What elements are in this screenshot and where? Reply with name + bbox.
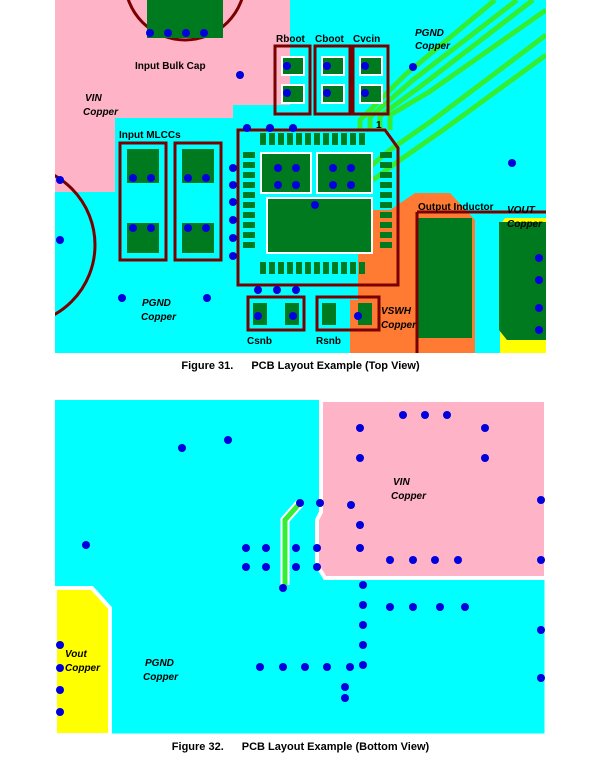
figure-32-title: PCB Layout Example (Bottom View) — [241, 741, 430, 753]
csnb-label: Csnb — [247, 336, 272, 347]
rsnb-outline — [315, 295, 381, 332]
vin-label: VIN — [85, 93, 102, 104]
figure-31-number: Figure 31. — [181, 360, 234, 372]
input-bulk-cap-outline — [126, 0, 244, 42]
mlcc-2-outline — [173, 141, 223, 262]
pgnd-bottom-view-copper-label: Copper — [143, 672, 178, 683]
rboot-outline — [273, 44, 312, 116]
vswh-label: VSWH — [381, 306, 411, 317]
input-mlccs-label: Input MLCCs — [119, 130, 181, 141]
pgnd-top-right-copper-label: Copper — [415, 41, 450, 52]
pcb-top-view-figure: Rboot Cboot Cvcin PGND Copper Input Bulk… — [55, 0, 546, 353]
vin-copper-bottom — [315, 400, 546, 580]
cvcin-outline — [351, 44, 390, 116]
pgnd-bottom-copper-label: Copper — [141, 312, 176, 323]
figure-32-caption: Figure 32. PCB Layout Example (Bottom Vie… — [0, 741, 601, 753]
csnb-outline — [246, 295, 306, 332]
vin-bottom-label: VIN — [393, 477, 410, 488]
vias-bottom — [56, 411, 545, 716]
vout-bottom-label: Vout — [65, 649, 87, 660]
pgnd-bottom-label: PGND — [142, 298, 171, 309]
pcb-top-view-drawing — [55, 0, 546, 353]
vout-copper-bottom — [55, 586, 112, 735]
figure-32-number: Figure 32. — [171, 741, 224, 753]
cboot-outline — [313, 44, 352, 116]
mlcc-1-outline — [118, 141, 168, 262]
pin1-label: 1 — [376, 120, 382, 131]
input-bulk-cap-label: Input Bulk Cap — [135, 61, 206, 72]
vout-bottom-copper-label: Copper — [65, 663, 100, 674]
figure-31-caption: Figure 31. PCB Layout Example (Top View) — [0, 360, 601, 372]
vout-label: VOUT — [507, 205, 535, 216]
vout-pad — [499, 222, 546, 340]
vin-copper-top — [55, 0, 290, 192]
input-bulk-cap-2-outline — [55, 173, 97, 317]
rboot-label: Rboot — [276, 34, 305, 45]
pgnd-top-right-label: PGND — [415, 28, 444, 39]
figure-31-title: PCB Layout Example (Top View) — [251, 360, 420, 372]
ic-package-outline — [236, 128, 400, 287]
output-inductor-pad — [417, 218, 472, 338]
vswh-copper-label: Copper — [381, 320, 416, 331]
bottom-trace — [282, 501, 302, 585]
pcb-bottom-view-figure: VIN Copper Vout Copper PGND Copper — [55, 400, 546, 735]
output-inductor-label: Output Inductor — [418, 202, 494, 213]
pgnd-bottom-view-label: PGND — [145, 658, 174, 669]
vin-bottom-copper-label: Copper — [391, 491, 426, 502]
rsnb-label: Rsnb — [316, 336, 341, 347]
vout-copper-label: Copper — [507, 219, 542, 230]
vin-copper-label: Copper — [83, 107, 118, 118]
pcb-bottom-view-drawing — [55, 400, 546, 735]
ic-pins — [243, 133, 392, 274]
cvcin-label: Cvcin — [353, 34, 381, 45]
vias-top — [56, 29, 543, 334]
cboot-label: Cboot — [315, 34, 344, 45]
